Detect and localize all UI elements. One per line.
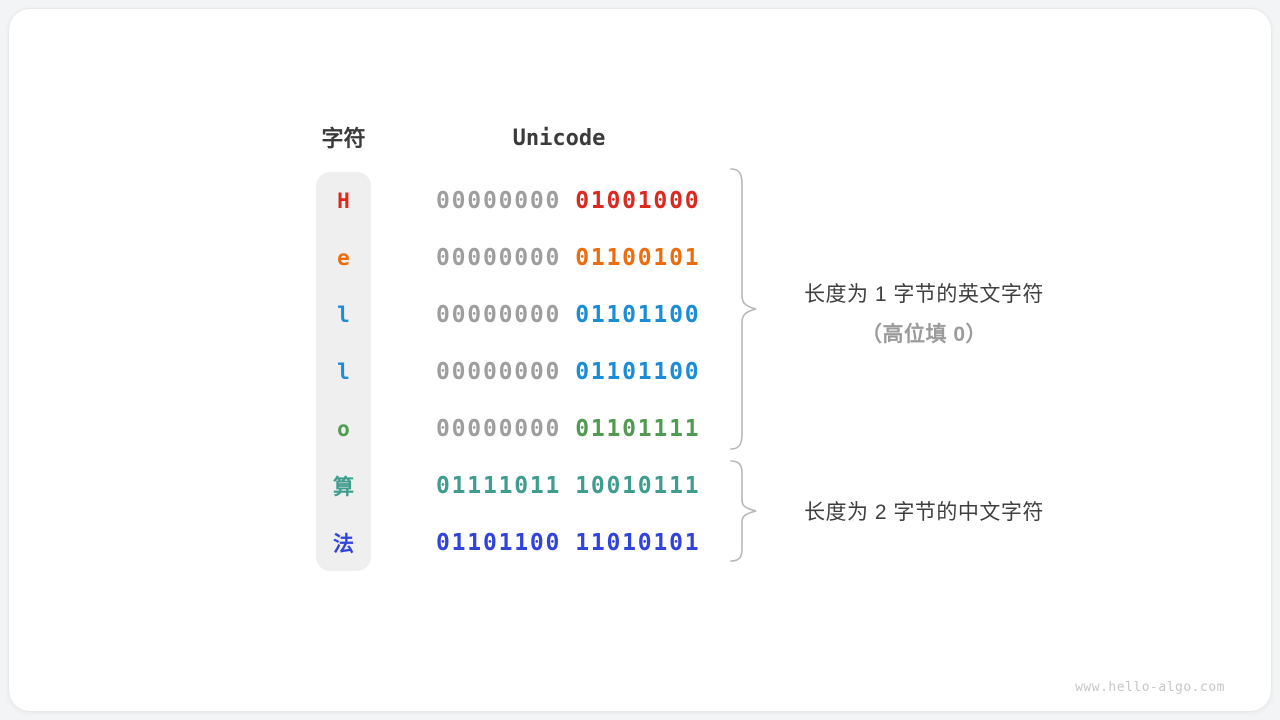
diagram-card: 字符 Unicode H 00000000 01001000 e 00000000… xyxy=(8,8,1272,712)
char-cell: e xyxy=(337,245,350,270)
table-row: H 00000000 01001000 xyxy=(9,172,1280,229)
unicode-binary: 01101100 11010101 xyxy=(436,530,700,556)
char-column-strip xyxy=(316,172,371,571)
annotation-line: 长度为 1 字节的英文字符 xyxy=(804,283,1044,306)
annotation-english-chars: 长度为 1 字节的英文字符 （高位填 0） xyxy=(764,278,1084,348)
low-byte: 11010101 xyxy=(575,529,701,556)
high-byte: 01101100 xyxy=(436,529,562,556)
table-row: 法 01101100 11010101 xyxy=(9,514,1280,571)
char-cell: l xyxy=(337,359,350,384)
unicode-binary: 00000000 01101100 xyxy=(436,302,700,328)
char-cell: l xyxy=(337,302,350,327)
unicode-binary: 00000000 01001000 xyxy=(436,188,700,214)
annotation-line: （高位填 0） xyxy=(860,323,987,346)
low-byte: 01100101 xyxy=(575,244,701,271)
char-cell: o xyxy=(337,416,350,441)
table-row: l 00000000 01101100 xyxy=(9,343,1280,400)
high-byte: 00000000 xyxy=(436,358,562,385)
unicode-binary: 00000000 01101111 xyxy=(436,416,700,442)
char-cell: 法 xyxy=(333,531,354,556)
char-cell: H xyxy=(337,188,350,213)
annotation-chinese-chars: 长度为 2 字节的中文字符 xyxy=(764,496,1084,526)
table-row: l 00000000 01101100 xyxy=(9,286,1280,343)
char-cell: 算 xyxy=(333,474,354,499)
unicode-binary: 01111011 10010111 xyxy=(436,473,700,499)
low-byte: 01101111 xyxy=(575,415,701,442)
table-row: e 00000000 01100101 xyxy=(9,229,1280,286)
high-byte: 00000000 xyxy=(436,415,562,442)
low-byte: 10010111 xyxy=(575,472,701,499)
brace-chinese-group xyxy=(730,460,757,562)
unicode-binary: 00000000 01100101 xyxy=(436,245,700,271)
brace-english-group xyxy=(730,168,757,450)
column-header-unicode: Unicode xyxy=(512,126,606,151)
column-header-char: 字符 xyxy=(321,126,366,151)
high-byte: 01111011 xyxy=(436,472,562,499)
low-byte: 01101100 xyxy=(575,301,701,328)
low-byte: 01101100 xyxy=(575,358,701,385)
watermark: www.hello-algo.com xyxy=(1075,680,1225,695)
low-byte: 01001000 xyxy=(575,187,701,214)
table-row: o 00000000 01101111 xyxy=(9,400,1280,457)
high-byte: 00000000 xyxy=(436,301,562,328)
table-row: 算 01111011 10010111 xyxy=(9,457,1280,514)
annotation-line: 长度为 2 字节的中文字符 xyxy=(804,501,1044,524)
high-byte: 00000000 xyxy=(436,244,562,271)
unicode-binary: 00000000 01101100 xyxy=(436,359,700,385)
high-byte: 00000000 xyxy=(436,187,562,214)
